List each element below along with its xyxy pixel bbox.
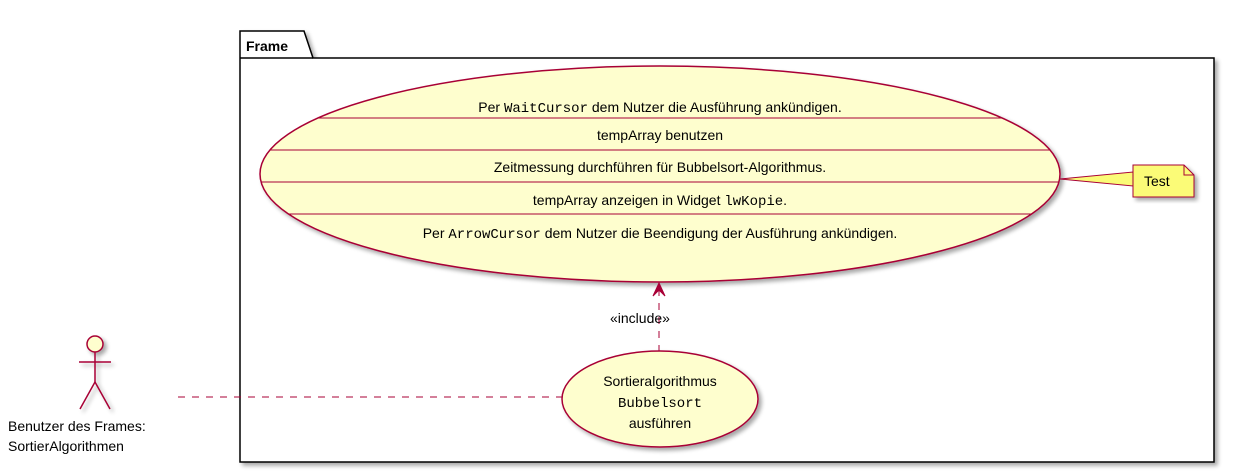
usecase-row-1: Per WaitCursor dem Nutzer die Ausführung… <box>478 99 841 117</box>
actor-user[interactable]: Benutzer des Frames: SortierAlgorithmen <box>8 335 146 454</box>
main-usecase[interactable]: Per WaitCursor dem Nutzer die Ausführung… <box>200 65 1120 283</box>
usecase-row-4: tempArray anzeigen in Widget lwKopie. <box>533 192 787 210</box>
sub-usecase-bubbelsort[interactable]: Sortieralgorithmus Bubbelsort ausführen <box>561 350 759 448</box>
usecase-row-5: Per ArrowCursor dem Nutzer die Beendigun… <box>423 225 898 243</box>
sub-usecase-line-1: Sortieralgorithmus <box>603 373 717 389</box>
note-text: Test <box>1144 173 1170 189</box>
usecase-row-3: Zeitmessung durchführen für Bubbelsort-A… <box>494 159 826 175</box>
usecase-separators <box>260 117 1060 215</box>
actor-label-line-2: SortierAlgorithmen <box>8 438 124 454</box>
include-dependency: «include» <box>610 281 670 352</box>
note-test[interactable]: Test <box>1059 164 1195 198</box>
sub-usecase-line-2: Bubbelsort <box>618 396 702 412</box>
sub-usecase-line-3: ausführen <box>629 415 691 431</box>
include-label: «include» <box>610 310 670 326</box>
actor-head-icon <box>86 335 104 353</box>
actor-label-line-1: Benutzer des Frames: <box>8 418 146 434</box>
usecase-row-2: tempArray benutzen <box>597 127 723 143</box>
package-title: Frame <box>246 38 288 54</box>
